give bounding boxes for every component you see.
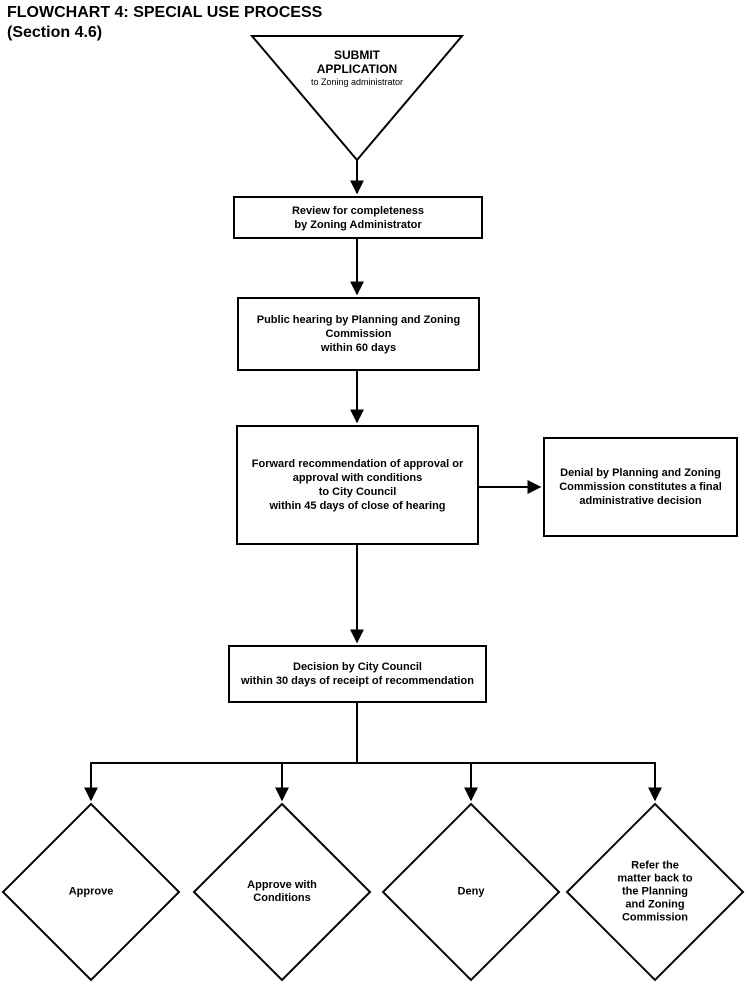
diamond-approve-conditions-shape xyxy=(192,802,372,982)
submit-label-note: to Zoning administrator xyxy=(310,77,404,87)
node-approve-with-conditions: Approve with Conditions xyxy=(247,879,317,904)
diamond-approve-shape xyxy=(1,802,181,982)
node-submit-application: SUBMIT APPLICATION to Zoning administrat… xyxy=(272,48,442,88)
page-title: FLOWCHART 4: SPECIAL USE PROCESS (Sectio… xyxy=(7,3,322,43)
node-denial-final-decision: Denial by Planning and Zoning Commission… xyxy=(543,437,738,537)
node-approve: Approve xyxy=(68,885,114,898)
submit-label-line2: APPLICATION xyxy=(316,62,398,76)
denial-label: Denial by Planning and Zoning Commission… xyxy=(559,467,722,507)
node-review-for-completeness: Review for completeness by Zoning Admini… xyxy=(233,196,483,239)
review-label: Review for completeness by Zoning Admini… xyxy=(291,204,425,231)
node-forward-recommendation: Forward recommendation of approval or ap… xyxy=(236,425,479,545)
node-public-hearing: Public hearing by Planning and Zoning Co… xyxy=(237,297,480,371)
page-title-line1: FLOWCHART 4: SPECIAL USE PROCESS xyxy=(7,4,323,21)
submit-label-line1: SUBMIT xyxy=(334,48,380,62)
diamond-deny-shape xyxy=(381,802,561,982)
page-title-line2: (Section 4.6) xyxy=(7,24,103,41)
forward-label: Forward recommendation of approval or ap… xyxy=(251,458,464,512)
hearing-label: Public hearing by Planning and Zoning Co… xyxy=(256,314,461,354)
submit-triangle-shape xyxy=(249,35,465,162)
node-city-council-decision: Decision by City Council within 30 days … xyxy=(228,645,487,703)
decision-label: Decision by City Council within 30 days … xyxy=(241,661,474,687)
node-deny: Deny xyxy=(457,885,485,898)
node-refer-back: Refer the matter back to the Planning an… xyxy=(617,859,693,924)
diamond-refer-shape xyxy=(565,802,745,982)
